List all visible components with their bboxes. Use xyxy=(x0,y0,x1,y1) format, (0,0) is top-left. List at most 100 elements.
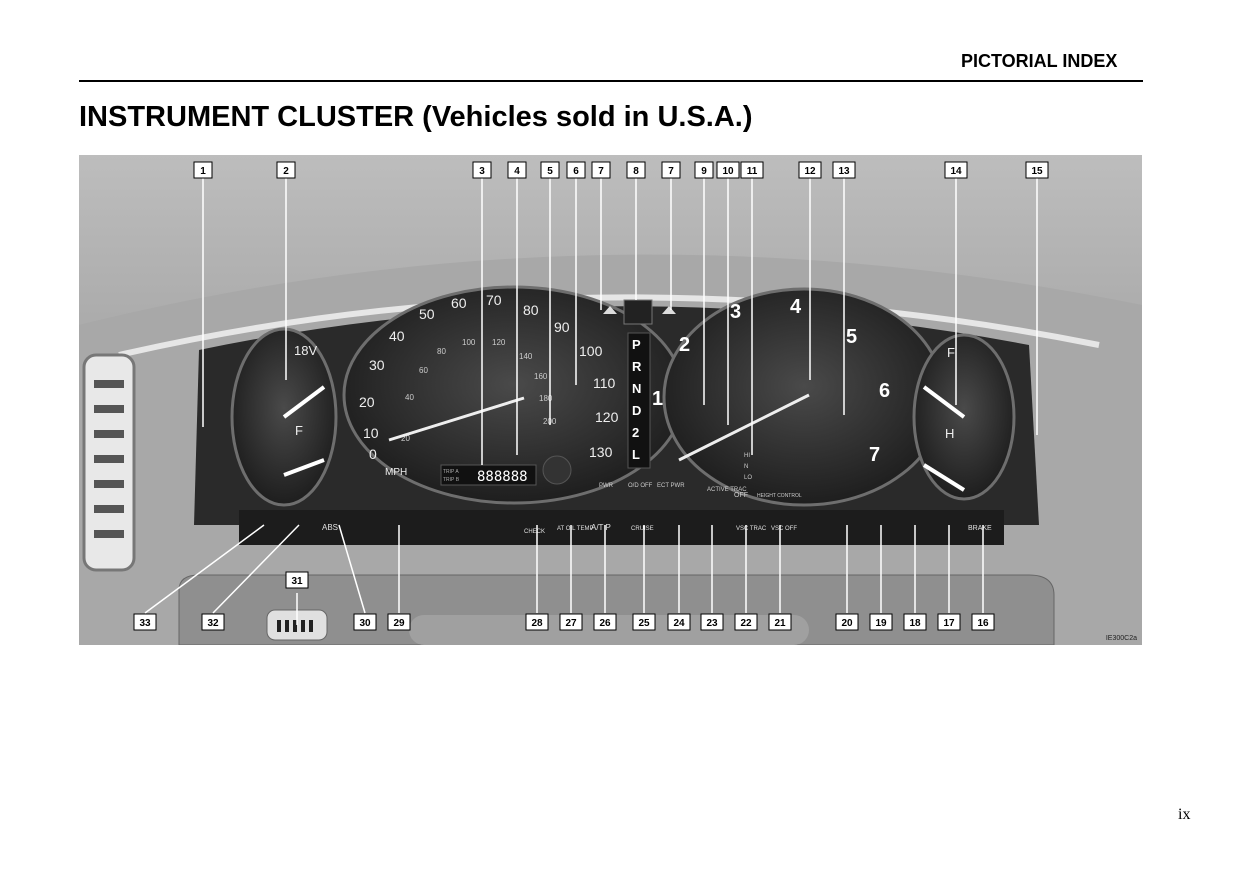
vsc-trac-label: VSC TRAC xyxy=(736,526,767,532)
right-turn-arrow xyxy=(662,306,676,314)
gear-n: N xyxy=(632,381,641,396)
callout-19: 19 xyxy=(869,613,893,631)
oil-temp-gauge: F H xyxy=(912,333,1016,501)
speedo-50: 50 xyxy=(419,306,435,322)
speedo-90: 90 xyxy=(554,319,570,335)
callout-13: 13 xyxy=(832,161,856,179)
figure-label: 24 xyxy=(673,618,685,629)
callout-5: 5 xyxy=(540,161,560,179)
speedo-80: 80 xyxy=(523,302,539,318)
speedo-60: 60 xyxy=(451,295,467,311)
speedo-20: 20 xyxy=(359,394,375,410)
tach-7: 7 xyxy=(869,444,880,466)
callout-32: 32 xyxy=(201,613,225,631)
callout-25: 25 xyxy=(632,613,656,631)
callout-21: 21 xyxy=(768,613,792,631)
header-rule xyxy=(79,80,1143,82)
callout-24: 24 xyxy=(667,613,691,631)
figure-label: 12 xyxy=(804,166,816,177)
speedo-kmh-60: 60 xyxy=(419,366,428,375)
callout-3: 3 xyxy=(472,161,492,179)
callout-2: 2 xyxy=(276,161,296,179)
gear-p: P xyxy=(632,337,641,352)
gear-r: R xyxy=(632,359,642,374)
speedo-kmh-80: 80 xyxy=(437,347,446,356)
speedo-kmh-180: 180 xyxy=(539,394,553,403)
speedo-130: 130 xyxy=(589,444,613,460)
callout-18: 18 xyxy=(903,613,927,631)
oil-label: F xyxy=(947,345,955,360)
figure-label: 29 xyxy=(393,618,405,629)
speedo-30: 30 xyxy=(369,357,385,373)
figure-label: 6 xyxy=(573,166,579,177)
odo-trip-a: TRIP A xyxy=(443,469,459,475)
odometer-display xyxy=(440,464,537,486)
temp-hot-label: H xyxy=(945,426,954,441)
callout-15: 15 xyxy=(1025,161,1049,179)
callout-6: 6 xyxy=(566,161,586,179)
speedo-kmh-20: 20 xyxy=(401,434,410,443)
speedo-120: 120 xyxy=(595,409,619,425)
figure-label: 16 xyxy=(977,618,989,629)
tach-4: 4 xyxy=(790,296,802,318)
figure-label: 25 xyxy=(638,618,650,629)
figure-label: 13 xyxy=(838,166,850,177)
tach-needle xyxy=(678,393,810,462)
callout-20: 20 xyxy=(835,613,859,631)
air-vent xyxy=(82,353,136,572)
speedo-110: 110 xyxy=(593,375,616,391)
fuel-full-label: F xyxy=(295,423,303,438)
vsc-off-label: VSC OFF xyxy=(771,526,797,532)
figure-label: 19 xyxy=(875,618,887,629)
callout-14: 14 xyxy=(944,161,968,179)
figure-label: 28 xyxy=(531,618,543,629)
figure-label: 3 xyxy=(479,166,485,177)
figure-label: 7 xyxy=(668,166,674,177)
figure-label: 5 xyxy=(547,166,553,177)
callout-28: 28 xyxy=(525,613,549,631)
tach-3: 3 xyxy=(730,301,741,323)
tach-6: 6 xyxy=(879,380,890,402)
height-lo: LO xyxy=(744,475,752,481)
check-engine-label: CHECK xyxy=(524,529,545,535)
callout-17: 17 xyxy=(937,613,961,631)
tach-1: 1 xyxy=(652,388,663,410)
tach-5: 5 xyxy=(846,326,857,348)
speedo-10: 10 xyxy=(363,425,379,441)
callout-26: 26 xyxy=(593,613,617,631)
figure-label: 9 xyxy=(701,166,707,177)
bottom-leader-lines xyxy=(144,524,984,625)
speedometer: 0 10 20 30 40 50 60 70 80 90 100 110 120… xyxy=(342,285,686,505)
warning-strip xyxy=(239,510,1004,545)
speedo-70: 70 xyxy=(486,292,502,308)
figure-label: 8 xyxy=(633,166,639,177)
gear-d: D xyxy=(632,403,641,418)
figure-label: 7 xyxy=(598,166,604,177)
figure-label: 1 xyxy=(200,166,206,177)
figure-label: 26 xyxy=(599,618,611,629)
height-control-label: HEIGHT CONTROL xyxy=(757,493,802,499)
speedo-unit: MPH xyxy=(385,467,407,478)
odometer-value: 888888 xyxy=(477,469,528,485)
callout-9: 9 xyxy=(694,161,714,179)
callout-23: 23 xyxy=(700,613,724,631)
odo-trip-b: TRIP B xyxy=(443,477,460,483)
active-trac-label: ACTIVE TRAC xyxy=(707,487,747,493)
callout-1: 1 xyxy=(193,161,213,179)
speedo-kmh-100: 100 xyxy=(462,338,476,347)
figure-label: 31 xyxy=(291,576,303,587)
shift-indicator: P R N D 2 L PWR O/D OFF ECT PWR xyxy=(599,299,685,489)
figure-label: 32 xyxy=(207,618,219,629)
figure-code: IE300C2a xyxy=(1106,635,1137,642)
figure-label: 2 xyxy=(283,166,289,177)
gear-2: 2 xyxy=(632,425,639,440)
figure-label: 23 xyxy=(706,618,718,629)
figure-label: 14 xyxy=(950,166,962,177)
trip-reset-knob xyxy=(542,455,572,485)
atp-label: A/T P xyxy=(591,523,611,532)
off-label: OFF xyxy=(734,492,748,499)
gear-l: L xyxy=(632,447,640,462)
top-leader-lines xyxy=(202,175,1038,465)
figure-label: 27 xyxy=(565,618,577,629)
speedo-40: 40 xyxy=(389,328,405,344)
